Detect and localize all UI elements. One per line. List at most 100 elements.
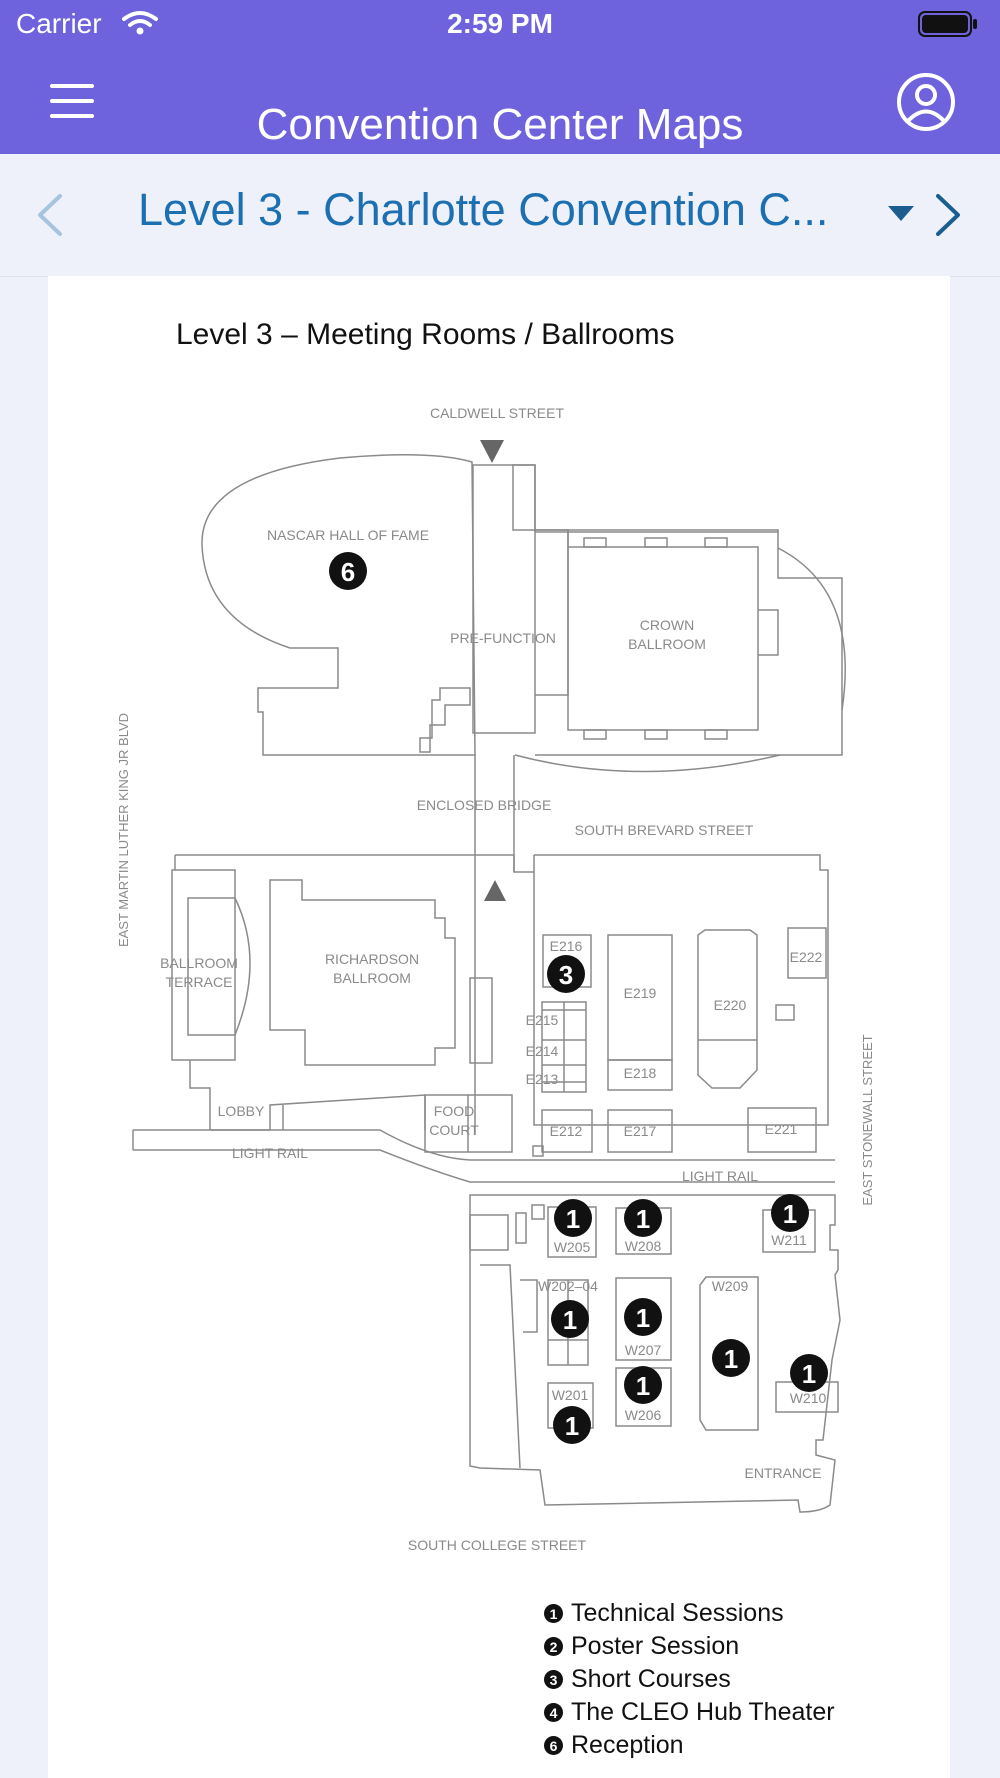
label-w206: W206 bbox=[625, 1407, 662, 1423]
map-marker[interactable]: 1 bbox=[553, 1406, 591, 1444]
label-e213: E213 bbox=[526, 1071, 559, 1087]
east-block bbox=[533, 854, 829, 1126]
label-brevard: SOUTH BREVARD STREET bbox=[575, 822, 754, 838]
caret-down-icon[interactable] bbox=[888, 206, 914, 222]
room-w209 bbox=[699, 1276, 759, 1431]
svg-text:1: 1 bbox=[636, 1371, 650, 1401]
light-rail bbox=[133, 1129, 835, 1161]
ballroom-terrace bbox=[171, 869, 236, 1061]
label-e219: E219 bbox=[624, 985, 657, 1001]
label-e212: E212 bbox=[550, 1123, 583, 1139]
svg-text:1: 1 bbox=[566, 1204, 580, 1234]
map-marker[interactable]: 3 bbox=[547, 955, 585, 993]
legend-number: 2 bbox=[544, 1637, 563, 1656]
map-marker[interactable]: 1 bbox=[624, 1298, 662, 1336]
room-e218 bbox=[607, 1059, 673, 1091]
richardson-ballroom bbox=[269, 879, 456, 1066]
map-marker[interactable]: 1 bbox=[624, 1199, 662, 1237]
chevron-left-icon[interactable] bbox=[34, 192, 64, 238]
label-stonewall: EAST STONEWALL STREET bbox=[860, 1034, 875, 1205]
label-w211: W211 bbox=[771, 1232, 807, 1248]
label-richardson-2: BALLROOM bbox=[333, 970, 411, 986]
svg-text:1: 1 bbox=[565, 1411, 579, 1441]
legend-label: Short Courses bbox=[571, 1665, 731, 1693]
label-crown-1: CROWN bbox=[640, 617, 694, 633]
svg-text:1: 1 bbox=[636, 1204, 650, 1234]
label-lightrail-west: LIGHT RAIL bbox=[232, 1145, 308, 1161]
chevron-right-icon[interactable] bbox=[934, 192, 964, 238]
label-w207: W207 bbox=[625, 1342, 662, 1358]
legend-item: 3 Short Courses bbox=[544, 1663, 835, 1696]
level-selector: Level 3 - Charlotte Convention C... bbox=[0, 154, 1000, 277]
label-e215: E215 bbox=[526, 1012, 559, 1028]
wifi-icon bbox=[122, 11, 158, 35]
label-richardson-1: RICHARDSON bbox=[325, 951, 419, 967]
label-e221: E221 bbox=[765, 1121, 798, 1137]
status-bar: Carrier 2:59 PM bbox=[0, 0, 1000, 50]
legend-item: 2 Poster Session bbox=[544, 1630, 835, 1663]
label-food-1: FOOD bbox=[434, 1103, 474, 1119]
room-w207 bbox=[615, 1277, 672, 1361]
map-heading: Level 3 – Meeting Rooms / Ballrooms bbox=[176, 318, 675, 351]
legend-label: The CLEO Hub Theater bbox=[571, 1698, 835, 1726]
legend-label: Poster Session bbox=[571, 1632, 740, 1660]
label-e222: E222 bbox=[790, 949, 823, 965]
level-title[interactable]: Level 3 - Charlotte Convention C... bbox=[138, 184, 829, 235]
svg-text:1: 1 bbox=[802, 1359, 816, 1389]
map-marker[interactable]: 1 bbox=[554, 1199, 592, 1237]
map-card bbox=[48, 276, 950, 1778]
room-e221 bbox=[747, 1107, 817, 1153]
label-caldwell: CALDWELL STREET bbox=[430, 405, 565, 421]
label-entrance: ENTRANCE bbox=[744, 1465, 821, 1481]
label-lightrail-east: LIGHT RAIL bbox=[682, 1168, 758, 1184]
svg-text:6: 6 bbox=[341, 557, 355, 587]
nascar-hall-outline bbox=[201, 454, 476, 756]
map-marker[interactable]: 1 bbox=[551, 1300, 589, 1338]
legend-number: 6 bbox=[544, 1736, 563, 1755]
west-block bbox=[469, 1194, 841, 1513]
label-e217: E217 bbox=[624, 1123, 657, 1139]
profile-icon[interactable] bbox=[896, 72, 956, 132]
legend-number: 4 bbox=[544, 1703, 563, 1722]
label-mlk: EAST MARTIN LUTHER KING JR BLVD bbox=[116, 713, 131, 947]
label-w208: W208 bbox=[625, 1238, 662, 1254]
legend-number: 1 bbox=[544, 1604, 563, 1623]
map-marker[interactable]: 6 bbox=[329, 552, 367, 590]
carrier-label: Carrier bbox=[16, 8, 102, 39]
label-nascar: NASCAR HALL OF FAME bbox=[267, 527, 429, 543]
label-w205: W205 bbox=[554, 1239, 591, 1255]
label-e216: E216 bbox=[550, 938, 583, 954]
clock: 2:59 PM bbox=[447, 8, 553, 39]
room-e212 bbox=[541, 1109, 593, 1153]
room-e217 bbox=[607, 1109, 673, 1153]
battery-icon bbox=[918, 11, 977, 37]
legend-number: 3 bbox=[544, 1670, 563, 1689]
map-marker[interactable]: 1 bbox=[771, 1194, 809, 1232]
svg-text:1: 1 bbox=[563, 1305, 577, 1335]
svg-text:1: 1 bbox=[724, 1344, 738, 1374]
room-e220 bbox=[697, 929, 758, 1089]
label-w210: W210 bbox=[790, 1390, 827, 1406]
label-terrace-1: BALLROOM bbox=[160, 955, 238, 971]
svg-text:3: 3 bbox=[559, 960, 573, 990]
label-lobby: LOBBY bbox=[218, 1103, 265, 1119]
label-terrace-2: TERRACE bbox=[166, 974, 233, 990]
map-marker[interactable]: 1 bbox=[712, 1339, 750, 1377]
menu-icon[interactable] bbox=[50, 82, 94, 120]
map-marker[interactable]: 1 bbox=[790, 1354, 828, 1392]
label-w202: W202–04 bbox=[538, 1278, 598, 1294]
svg-text:1: 1 bbox=[783, 1199, 797, 1229]
map-marker[interactable]: 1 bbox=[624, 1366, 662, 1404]
entrance-arrow-north bbox=[480, 440, 504, 463]
label-prefunction: PRE-FUNCTION bbox=[450, 630, 556, 646]
label-e218: E218 bbox=[624, 1065, 657, 1081]
prefunction-corridor bbox=[472, 464, 536, 734]
label-college: SOUTH COLLEGE STREET bbox=[408, 1537, 587, 1553]
label-w209: W209 bbox=[712, 1278, 749, 1294]
label-crown-2: BALLROOM bbox=[628, 636, 706, 652]
label-bridge: ENCLOSED BRIDGE bbox=[417, 797, 552, 813]
